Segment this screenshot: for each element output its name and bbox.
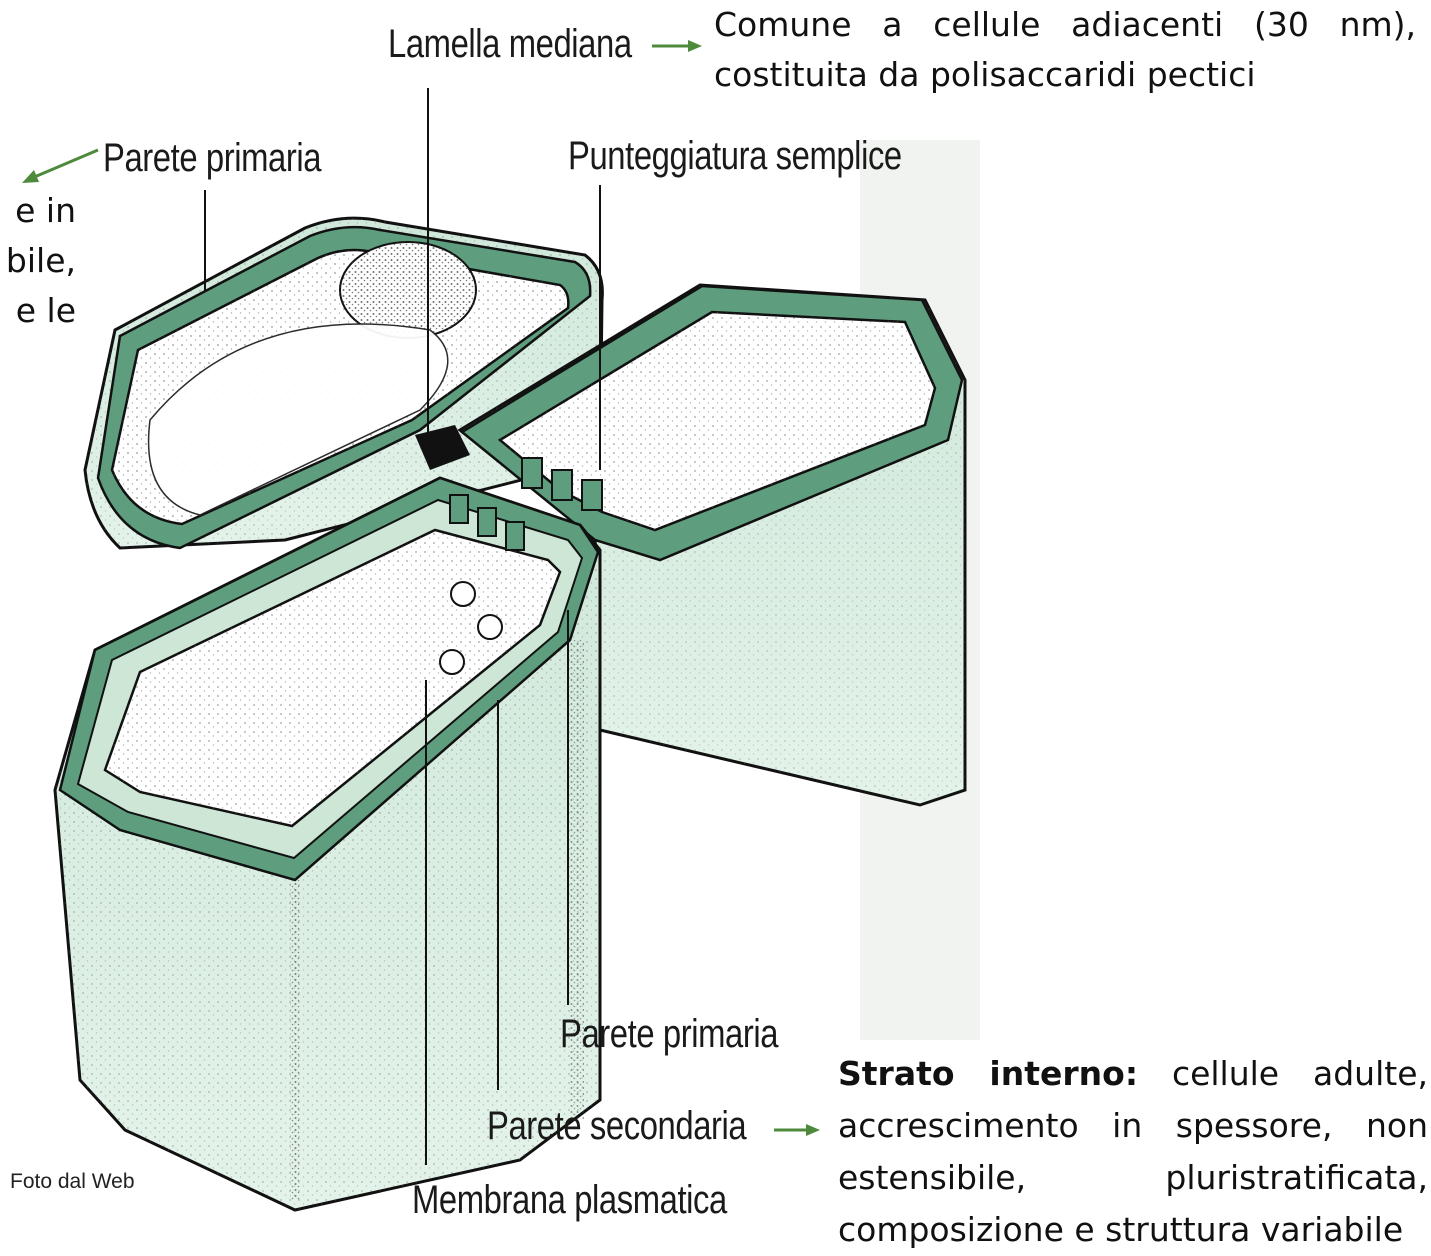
label-primary-wall-bottom: Parete primaria xyxy=(560,1012,778,1057)
label-plasma-membrane: Membrana plasmatica xyxy=(412,1178,727,1223)
front-cell xyxy=(55,478,600,1210)
label-middle-lamella: Lamella mediana xyxy=(388,22,632,67)
note-secondary-wall-line-4: composizione e struttura variabile xyxy=(838,1204,1428,1256)
label-primary-wall-top: Parete primaria xyxy=(103,136,321,181)
note-secondary-wall-line-1-rest: cellule adulte, xyxy=(1172,1054,1428,1093)
note-middle-lamella: Comune a cellule adiacenti (30 nm), cost… xyxy=(714,0,1416,100)
arrow-middle-lamella xyxy=(652,40,702,52)
note-middle-lamella-line-1: Comune a cellule adiacenti (30 nm), xyxy=(714,0,1416,50)
note-fragment-line-2: bile, xyxy=(0,236,76,286)
note-fragment-line-1: e in xyxy=(0,186,76,236)
note-secondary-wall-line-1: Strato interno: cellule adulte, xyxy=(838,1048,1428,1100)
label-secondary-wall: Parete secondaria xyxy=(487,1104,746,1149)
label-simple-pit: Punteggiatura semplice xyxy=(568,134,902,179)
note-middle-lamella-line-2: costituita da polisaccaridi pectici xyxy=(714,50,1416,100)
note-secondary-wall-line-3: estensibile, pluristratificata, xyxy=(838,1152,1428,1204)
note-primary-wall-fragment: e in bile, e le xyxy=(0,186,76,336)
note-secondary-wall-heading: Strato interno: xyxy=(838,1054,1138,1093)
note-secondary-wall: Strato interno: cellule adulte, accresci… xyxy=(838,1048,1428,1256)
photo-credit: Foto dal Web xyxy=(10,1170,135,1194)
arrow-primary-wall xyxy=(22,150,98,183)
arrow-secondary-wall xyxy=(774,1124,820,1136)
back-left-cell xyxy=(85,218,602,548)
note-secondary-wall-line-2: accrescimento in spessore, non xyxy=(838,1100,1428,1152)
note-fragment-line-3: e le xyxy=(0,286,76,336)
